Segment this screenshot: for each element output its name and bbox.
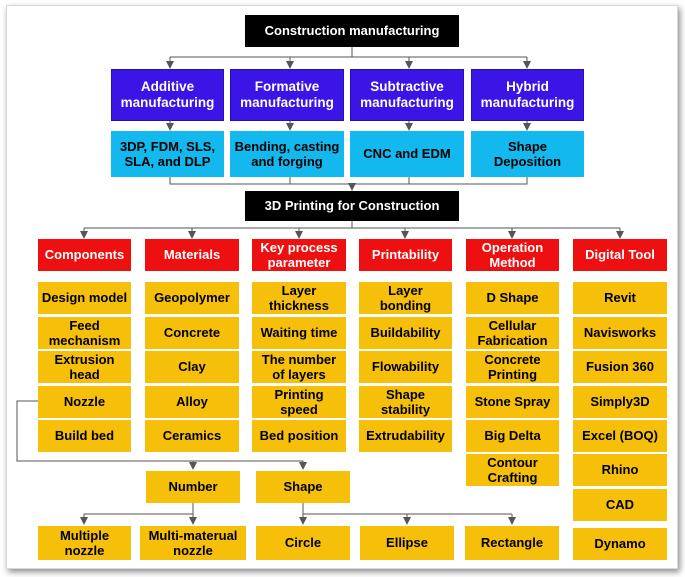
detail-subtractive: CNC and EDM bbox=[350, 131, 464, 177]
nozzle-shape-item: Circle bbox=[256, 526, 350, 560]
branch-operation-method: Operation Method bbox=[466, 239, 559, 271]
root-node: Construction manufacturing bbox=[245, 15, 459, 47]
operation-item: Stone Spray bbox=[466, 386, 559, 418]
parameter-item: Waiting time bbox=[252, 317, 346, 349]
branch-printability: Printability bbox=[359, 239, 452, 271]
operation-item: Contour Crafting bbox=[466, 454, 559, 486]
branch-components: Components bbox=[38, 239, 131, 271]
nozzle-number-item: Multiple nozzle bbox=[38, 526, 131, 560]
category-subtractive: Subtractive manufacturing bbox=[350, 69, 464, 121]
component-item: Design model bbox=[38, 282, 131, 314]
detail-additive: 3DP, FDM, SLS, SLA, and DLP bbox=[111, 131, 224, 177]
material-item: Geopolymer bbox=[145, 282, 239, 314]
nozzle-number-item: Multi-materual nozzle bbox=[140, 526, 246, 560]
digital-tool-item: CAD bbox=[573, 489, 667, 521]
operation-item: Concrete Printing bbox=[466, 351, 559, 383]
component-item-nozzle: Nozzle bbox=[38, 386, 131, 418]
operation-item: Cellular Fabrication bbox=[466, 317, 559, 349]
digital-tool-item: Revit bbox=[573, 282, 667, 314]
digital-tool-item: Simply3D bbox=[573, 386, 667, 418]
branch-materials: Materials bbox=[145, 239, 239, 271]
digital-tool-item: Excel (BOQ) bbox=[573, 420, 667, 452]
nozzle-shape-item: Ellipse bbox=[360, 526, 454, 560]
detail-formative: Bending, casting and forging bbox=[230, 131, 344, 177]
parameter-item: Bed position bbox=[252, 420, 346, 452]
printability-item: Shape stability bbox=[359, 386, 452, 418]
material-item: Clay bbox=[145, 351, 239, 383]
digital-tool-item: Dynamo bbox=[573, 528, 667, 560]
branch-key-process-parameter: Key process parameter bbox=[252, 239, 346, 271]
parameter-item: Printing speed bbox=[252, 386, 346, 418]
digital-tool-item: Rhino bbox=[573, 454, 667, 486]
category-hybrid: Hybrid manufacturing bbox=[471, 69, 584, 121]
nozzle-shape-node: Shape bbox=[256, 471, 350, 503]
printability-item: Extrudability bbox=[359, 420, 452, 452]
printability-item: Buildability bbox=[359, 317, 452, 349]
branch-digital-tool: Digital Tool bbox=[573, 239, 667, 271]
category-formative: Formative manufacturing bbox=[230, 69, 344, 121]
material-item: Alloy bbox=[145, 386, 239, 418]
operation-item: D Shape bbox=[466, 282, 559, 314]
material-item: Ceramics bbox=[145, 420, 239, 452]
category-additive: Additive manufacturing bbox=[111, 69, 224, 121]
digital-tool-item: Fusion 360 bbox=[573, 351, 667, 383]
hub-node: 3D Printing for Construction bbox=[245, 191, 459, 221]
printability-item: Layer bonding bbox=[359, 282, 452, 314]
component-item: Build bed bbox=[38, 420, 131, 452]
material-item: Concrete bbox=[145, 317, 239, 349]
component-item: Feed mechanism bbox=[38, 317, 131, 349]
component-item: Extrusion head bbox=[38, 351, 131, 383]
parameter-item: Layer thickness bbox=[252, 282, 346, 314]
digital-tool-item: Navisworks bbox=[573, 317, 667, 349]
nozzle-number-node: Number bbox=[146, 471, 240, 503]
printability-item: Flowability bbox=[359, 351, 452, 383]
detail-hybrid: Shape Deposition bbox=[471, 131, 584, 177]
operation-item: Big Delta bbox=[466, 420, 559, 452]
parameter-item: The number of layers bbox=[252, 351, 346, 383]
nozzle-shape-item: Rectangle bbox=[465, 526, 559, 560]
